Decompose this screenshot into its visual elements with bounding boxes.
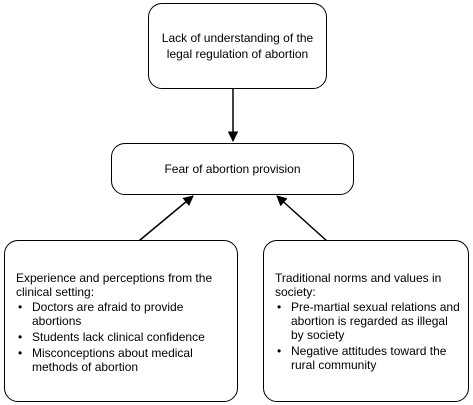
list-item: Students lack clinical confidence [18,330,231,344]
node-fear-of-provision: Fear of abortion provision [111,143,354,195]
node-fear-of-provision-text: Fear of abortion provision [164,162,301,176]
node-clinical-setting: Experience and perceptions from the clin… [4,240,238,402]
node-traditional-norms: Traditional norms and values in society:… [263,240,469,402]
list-item: Misconceptions about medical methods of … [18,346,231,374]
list-item: Doctors are afraid to provide abortions [18,300,231,328]
list-item: Pre-martial sexual relations and abortio… [277,300,462,342]
node-traditional-norms-heading: Traditional norms and values in society: [275,271,442,299]
node-legal-understanding-text: Lack of understanding of the legal regul… [161,31,314,61]
node-clinical-setting-heading: Experience and perceptions from the clin… [16,271,213,299]
list-item: Negative attitudes toward the rural comm… [277,344,462,372]
node-legal-understanding: Lack of understanding of the legal regul… [148,3,327,89]
node-traditional-norms-list: Pre-martial sexual relations and abortio… [275,300,462,372]
node-clinical-setting-list: Doctors are afraid to provide abortions … [16,300,231,374]
